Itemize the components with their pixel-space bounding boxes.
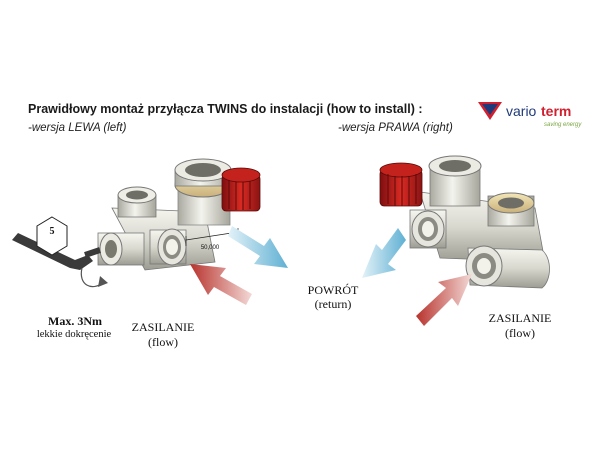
torque-note: lekkie dokręcenie	[36, 329, 112, 340]
logo-tagline: saving energy	[544, 122, 582, 128]
valve-right-cap	[379, 162, 423, 207]
flow-sublabel-right: (flow)	[505, 326, 535, 340]
logo-text-vario: vario	[506, 103, 537, 119]
logo-text-term: term	[541, 103, 572, 119]
left-version-label: -wersja LEWA (left)	[28, 122, 127, 134]
valve-left	[97, 158, 261, 271]
page-title: Prawidłowy montaż przyłącza TWINS do ins…	[28, 102, 423, 116]
wrench-size-hexagon	[36, 216, 68, 256]
logo-mark	[478, 102, 502, 120]
flow-arrow-left	[190, 264, 252, 305]
dimension-label: 50,000	[200, 245, 220, 251]
flow-sublabel-left: (flow)	[148, 335, 178, 349]
flow-label-right: ZASILANIE	[488, 311, 552, 325]
return-arrow-left	[228, 226, 288, 268]
flow-label-left: ZASILANIE	[131, 320, 195, 334]
wrench-size-label: 5	[49, 226, 55, 237]
return-arrow-right	[362, 228, 406, 278]
valve-right	[379, 155, 550, 289]
return-sublabel: (return)	[314, 297, 352, 311]
right-version-label: -wersja PRAWA (right)	[338, 122, 453, 134]
flow-arrow-right	[416, 274, 472, 326]
return-label: POWRÓT	[307, 283, 359, 297]
torque-label: Max. 3Nm	[48, 314, 102, 328]
valve-left-cap	[221, 167, 261, 212]
